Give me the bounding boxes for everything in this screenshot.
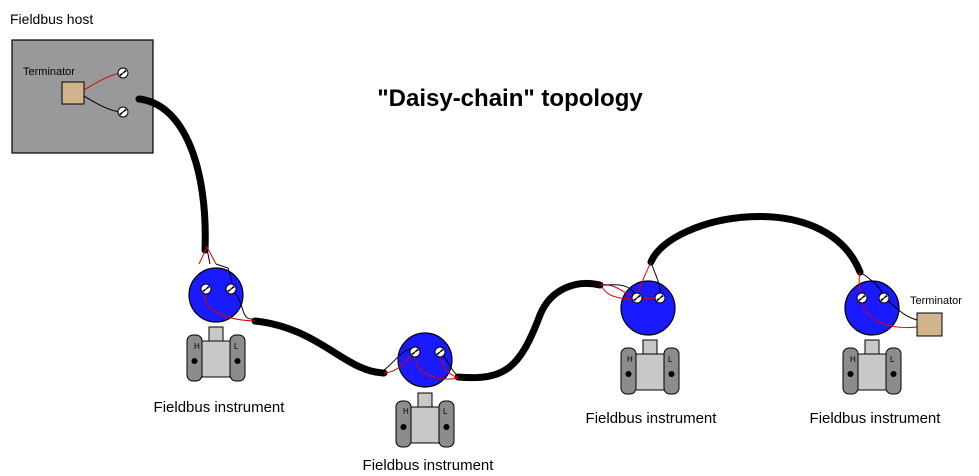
- diagram-title: "Daisy-chain" topology: [377, 85, 643, 112]
- terminal-screw-icon: [434, 346, 446, 358]
- port-high-label: H: [403, 407, 409, 416]
- fieldbus-instrument-2: H L Fieldbus instrument: [363, 332, 495, 474]
- terminal-screw-icon: [409, 346, 421, 358]
- fieldbus-instrument-1: H L Fieldbus instrument: [154, 245, 286, 416]
- host-terminal-screw-icon: [117, 106, 129, 118]
- terminal-screw-icon: [225, 283, 237, 295]
- fieldbus-instrument-4: H L Fieldbus instrument: [810, 271, 942, 427]
- host-label: Fieldbus host: [10, 11, 93, 27]
- end-terminator: Terminator: [910, 295, 962, 337]
- port-high-label: H: [627, 355, 633, 364]
- trunk-cable: [135, 95, 864, 382]
- port-low-label: L: [234, 342, 239, 351]
- terminal-screw-icon: [856, 292, 868, 304]
- host-terminal-screw-icon: [117, 67, 129, 79]
- instrument-label: Fieldbus instrument: [363, 457, 495, 474]
- instrument-label: Fieldbus instrument: [154, 399, 286, 416]
- end-terminator-block: [916, 312, 943, 337]
- host-terminator: [61, 81, 85, 105]
- instrument-head: [620, 280, 676, 336]
- instrument-label: Fieldbus instrument: [586, 410, 718, 427]
- terminal-screw-icon: [200, 283, 212, 295]
- end-terminator-label: Terminator: [910, 295, 962, 307]
- instrument-head: [397, 332, 453, 388]
- port-low-label: L: [890, 355, 895, 364]
- port-high-label: H: [850, 355, 856, 364]
- host-terminator-label: Terminator: [23, 66, 75, 78]
- terminal-screw-icon: [654, 292, 666, 304]
- instrument-label: Fieldbus instrument: [810, 410, 942, 427]
- port-low-label: L: [668, 355, 673, 364]
- instrument-head: [844, 280, 900, 336]
- terminal-screw-icon: [878, 292, 890, 304]
- instrument-head: [188, 267, 244, 323]
- fieldbus-host: Fieldbus host Terminator: [10, 11, 154, 154]
- port-low-label: L: [443, 407, 448, 416]
- port-high-label: H: [194, 342, 200, 351]
- fieldbus-instrument-3: H L Fieldbus instrument: [586, 261, 718, 427]
- terminal-screw-icon: [631, 292, 643, 304]
